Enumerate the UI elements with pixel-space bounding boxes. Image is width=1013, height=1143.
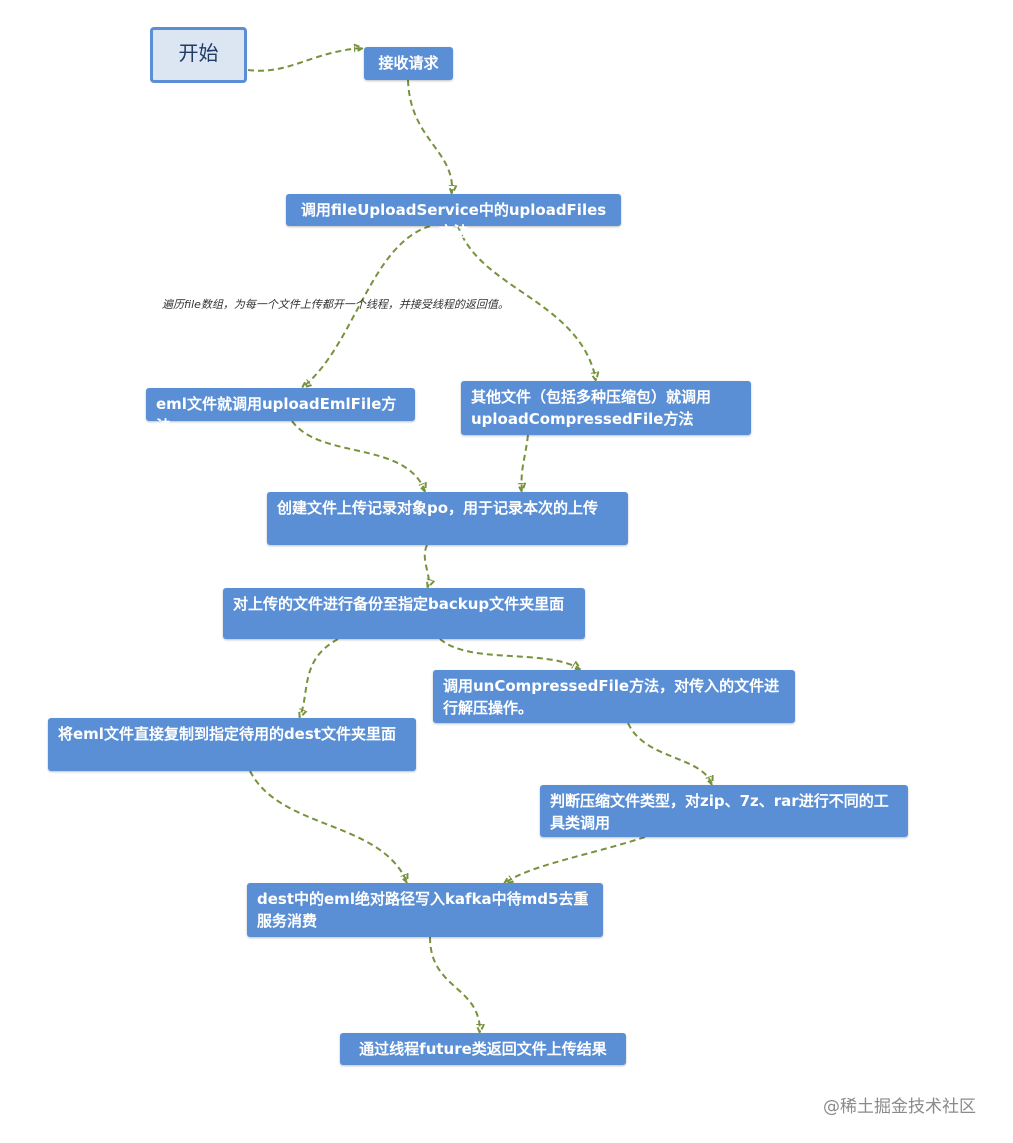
start-node: 开始	[150, 27, 247, 83]
create-upload-record-node: 创建文件上传记录对象po，用于记录本次的上传	[267, 492, 628, 545]
edge-other-to-record	[522, 434, 528, 491]
edge-backup-to-uncompress	[439, 638, 580, 669]
receive-request-node: 接收请求	[364, 47, 453, 80]
edge-start-to-receive	[247, 48, 362, 72]
edge-eml-to-record	[291, 420, 425, 491]
uncompress-node: 调用unCompressedFile方法，对传入的文件进行解压操作。	[433, 670, 795, 723]
edge-uncompress-to-judge	[627, 722, 712, 784]
copy-eml-to-dest-node: 将eml文件直接复制到指定待用的dest文件夹里面	[48, 718, 416, 771]
other-files-branch-node: 其他文件（包括多种压缩包）就调用uploadCompressedFile方法	[461, 381, 751, 435]
eml-branch-node: eml文件就调用uploadEmlFile方法	[146, 388, 415, 435]
call-upload-files-node: 调用fileUploadService中的uploadFiles方法	[286, 194, 621, 241]
edge-record-to-backup	[425, 544, 429, 587]
edge-call-to-other	[457, 225, 596, 380]
write-kafka-node: dest中的eml绝对路径写入kafka中待md5去重服务消费	[247, 883, 603, 937]
backup-files-node: 对上传的文件进行备份至指定backup文件夹里面	[223, 588, 585, 639]
watermark: @稀土掘金技术社区	[823, 1097, 976, 1117]
edge-kafka-to-result	[429, 936, 480, 1032]
edge-judge-to-kafka	[505, 836, 646, 883]
edge-call-to-eml	[303, 225, 431, 387]
edge-receive-to-call	[407, 79, 452, 193]
return-result-node: 通过线程future类返回文件上传结果	[340, 1033, 626, 1065]
edge-copy-to-kafka	[249, 770, 407, 882]
loop-annotation: 遍历file数组，为每一个文件上传都开一个线程，并接受线程的返回值。	[162, 298, 509, 311]
judge-compress-type-node: 判断压缩文件类型，对zip、7z、rar进行不同的工具类调用	[540, 785, 908, 837]
edge-backup-to-copy	[300, 638, 339, 717]
